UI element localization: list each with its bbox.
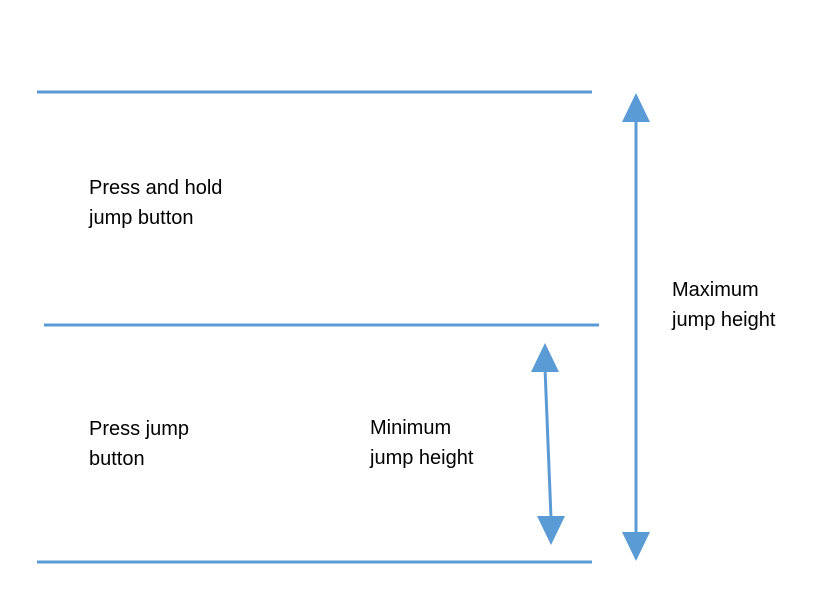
press-jump-label-line-1: Press jump: [89, 418, 190, 440]
max-arrow-head-up: [622, 93, 650, 122]
min-arrow-shaft: [543, 367, 553, 519]
maximum-jump-height-arrow: [622, 93, 650, 561]
minimum-label-line-2: jump height: [370, 447, 474, 469]
press-jump-label-line-2: button: [89, 448, 145, 470]
maximum-label-line-1: Maximum: [672, 279, 759, 301]
min-arrow-head-up: [531, 343, 559, 372]
min-arrow-head-down: [537, 516, 565, 545]
maximum-label-line-2: jump height: [672, 309, 776, 331]
minimum-jump-height-arrow: [531, 343, 565, 545]
press-jump-label: Press jump button: [89, 414, 189, 474]
press-and-hold-label: Press and hold jump button: [89, 173, 222, 233]
max-arrow-head-down: [622, 532, 650, 561]
minimum-label-line-1: Minimum: [370, 417, 452, 439]
maximum-jump-height-label: Maximum jump height: [672, 275, 775, 335]
press-and-hold-label-line-1: Press and hold: [89, 177, 223, 199]
minimum-jump-height-label: Minimum jump height: [370, 413, 473, 473]
press-and-hold-label-line-2: jump button: [89, 207, 194, 229]
